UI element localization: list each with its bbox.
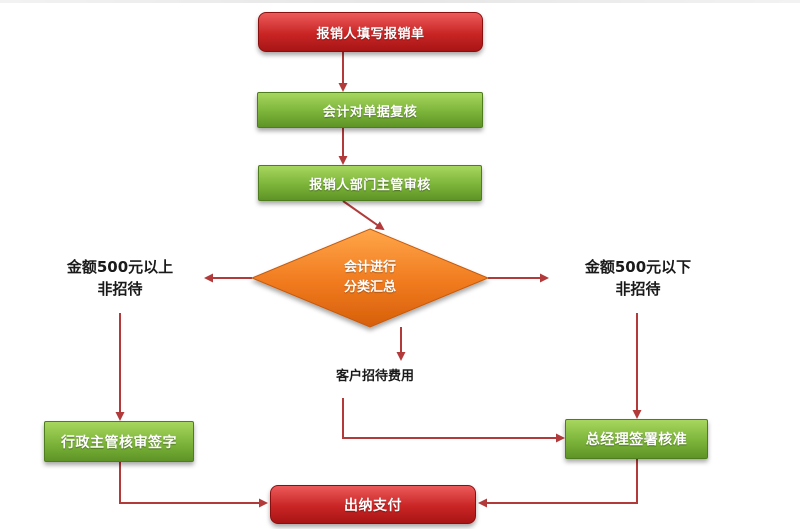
branch-entertainment: 客户招待费用 <box>310 367 440 387</box>
branch-entertainment-label: 客户招待费用 <box>335 369 414 384</box>
top-divider <box>0 0 800 3</box>
arrow-gm-to-cashier <box>478 459 638 508</box>
branch-under-500-line-2: 非招待 <box>615 280 661 298</box>
branch-over-500-line-1: 金额500元以上 <box>66 258 174 276</box>
arrow-dept-to-decision <box>342 200 385 231</box>
step-dept-head-review: 报销人部门主管审核 <box>258 165 482 201</box>
step-accountant-review: 会计对单据复核 <box>257 92 483 128</box>
step-dept-head-review-label: 报销人部门主管审核 <box>309 177 431 193</box>
decision-classify: 会计进行 分类汇总 <box>320 258 420 298</box>
branch-under-500: 金额500元以下 非招待 <box>558 256 718 300</box>
arrow-entertainment-to-gm <box>342 398 565 443</box>
branch-over-500-line-2: 非招待 <box>97 280 143 298</box>
step-gm-approve-label: 总经理签署核准 <box>585 432 688 448</box>
step-admin-sign-label: 行政主管核审签字 <box>61 434 177 451</box>
decision-line-2: 分类汇总 <box>343 280 396 295</box>
branch-over-500: 金额500元以上 非招待 <box>40 256 200 300</box>
decision-line-1: 会计进行 <box>343 260 396 275</box>
step-admin-sign: 行政主管核审签字 <box>44 421 194 462</box>
step-fill-form: 报销人填写报销单 <box>258 12 483 52</box>
step-cashier-pay: 出纳支付 <box>270 485 476 524</box>
branch-under-500-line-1: 金额500元以下 <box>584 258 692 276</box>
arrow-admin-to-cashier <box>119 462 268 508</box>
step-accountant-review-label: 会计对单据复核 <box>322 104 418 120</box>
step-fill-form-label: 报销人填写报销单 <box>316 26 425 42</box>
step-cashier-pay-label: 出纳支付 <box>344 497 402 514</box>
step-gm-approve: 总经理签署核准 <box>565 419 708 459</box>
decision-diamond <box>250 228 490 328</box>
